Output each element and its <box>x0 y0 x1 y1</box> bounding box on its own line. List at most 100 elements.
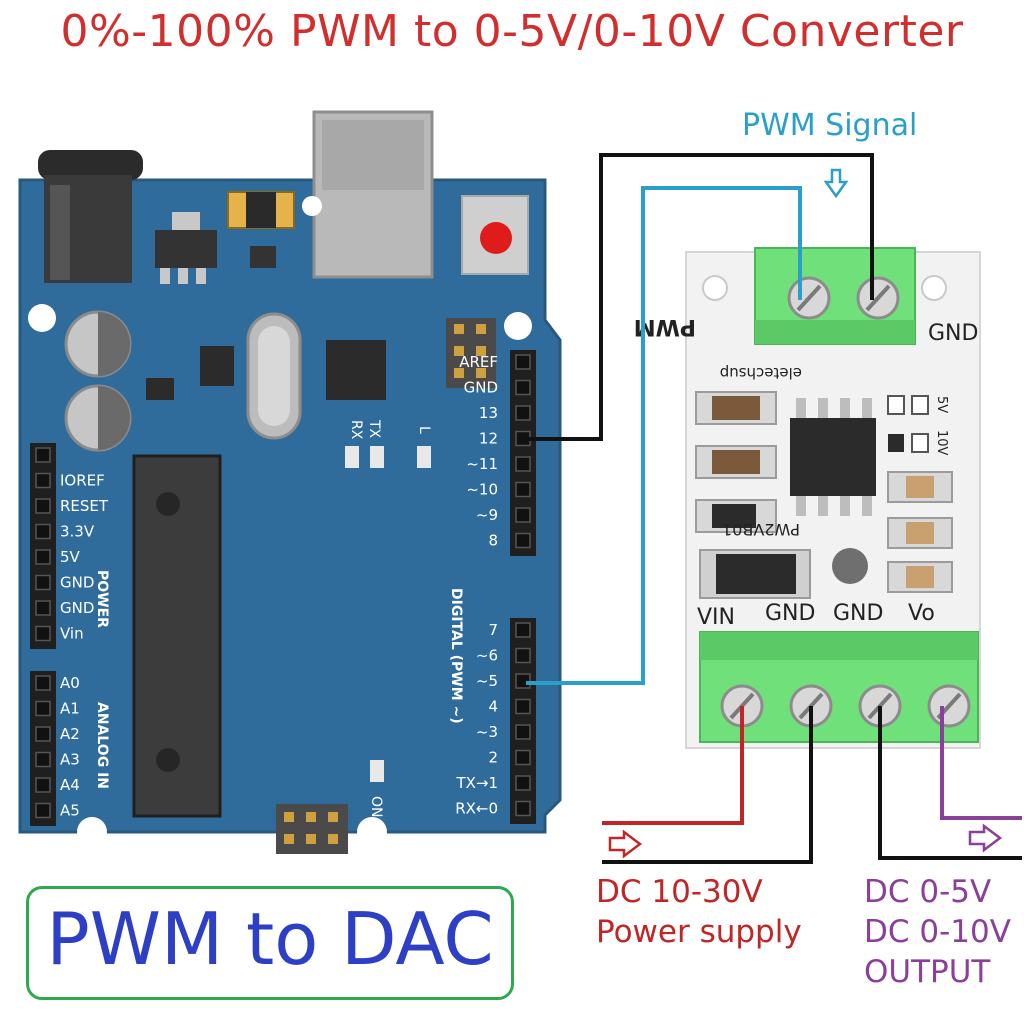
power-pin-label: GND <box>60 574 94 592</box>
digital-pin-label: ~10 <box>466 481 498 499</box>
power-pin-label: GND <box>60 599 94 617</box>
label-l: L <box>416 426 432 434</box>
digital-pin-label: 2 <box>488 749 498 767</box>
power-pin <box>35 625 51 642</box>
power-pin <box>35 600 51 616</box>
down-arrow-icon <box>823 168 849 199</box>
led-on <box>370 760 384 782</box>
digital-pin <box>515 775 531 791</box>
power-pin <box>35 447 51 463</box>
led-l <box>417 446 431 468</box>
digital-pin-label: 7 <box>488 621 498 639</box>
digital-pin-label: 12 <box>479 430 498 448</box>
power-title: POWER <box>94 570 110 628</box>
digital-pin <box>515 405 531 421</box>
digital-pin <box>515 749 531 766</box>
power-pin-label: Vin <box>60 625 84 643</box>
label-tx: TX <box>366 419 382 439</box>
label-vo: Vo <box>908 601 935 626</box>
gnd-wire <box>526 153 874 441</box>
label-gnd-terminal: GND <box>928 321 978 346</box>
page-title: 0%-100% PWM to 0-5V/0-10V Converter <box>60 6 964 57</box>
power-pin <box>35 498 51 514</box>
mount-hole <box>28 304 56 332</box>
analog-pin <box>35 726 51 742</box>
output-label-line1: DC 0-5V <box>864 874 992 910</box>
power-pin-label: 3.3V <box>60 523 95 541</box>
led-rx <box>345 446 359 468</box>
module-led <box>832 548 868 584</box>
label-gnd-2: GND <box>833 601 883 626</box>
digital-pin-label: AREF <box>459 353 498 371</box>
digital-title: DIGITAL (PWM ~) <box>448 588 464 724</box>
analog-pin <box>35 751 51 768</box>
power-pin-label: IOREF <box>60 472 105 490</box>
digital-pin-label: ~11 <box>466 455 498 473</box>
digital-pin-label: TX→1 <box>455 774 498 792</box>
output-label-line2: DC 0-10V <box>864 914 1011 950</box>
pwm-to-dac-badge: PWM to DAC <box>26 886 514 1000</box>
pwm-signal-label: PWM Signal <box>742 108 918 143</box>
digital-pin-label: ~9 <box>476 506 498 524</box>
power-pin <box>35 549 51 565</box>
digital-pin-label: ~5 <box>476 672 498 690</box>
analog-pin-label: A2 <box>60 725 80 743</box>
mount-hole <box>77 817 107 847</box>
analog-pin-label: A1 <box>60 700 80 718</box>
power-label-line1: DC 10-30V <box>596 874 763 910</box>
pwm-wire <box>526 186 802 685</box>
module-ic <box>790 418 876 496</box>
usb-chip <box>326 340 386 400</box>
analog-pin-label: A5 <box>60 802 80 820</box>
label-on: ON <box>368 796 384 818</box>
digital-pin <box>515 532 531 549</box>
analog-pin <box>35 675 51 691</box>
analog-pin <box>35 700 51 717</box>
digital-pin-label: RX←0 <box>455 800 498 818</box>
digital-pin <box>515 647 531 664</box>
power-label-line2: Power supply <box>596 914 802 950</box>
label-rx: RX <box>348 420 364 440</box>
power-pin <box>35 574 51 591</box>
output-gnd-wire <box>878 706 1022 860</box>
model-label: PW2VB01 <box>722 520 800 539</box>
power-pin-label: 5V <box>60 548 81 566</box>
output-label: DC 0-5V DC 0-10V OUTPUT <box>864 872 1011 992</box>
analog-pin-label: A4 <box>60 776 80 794</box>
power-wire <box>602 706 744 825</box>
digital-header-low: 7 ~6 ~5 4 ~3 2TX→1RX←0 <box>455 618 536 824</box>
badge-text: PWM to DAC <box>46 897 494 981</box>
label-jumper-10v: 10V <box>934 430 949 456</box>
digital-pin-label: ~3 <box>476 723 498 741</box>
digital-pin-label: ~6 <box>476 647 498 665</box>
analog-pin-label: A0 <box>60 674 80 692</box>
digital-pin <box>515 800 531 817</box>
digital-pin <box>515 481 531 498</box>
analog-title: ANALOG IN <box>94 702 110 789</box>
digital-pin-label: 13 <box>479 404 498 422</box>
label-vin: VIN <box>697 605 735 630</box>
analog-pin <box>35 802 51 819</box>
icsp-header-bottom <box>276 804 348 854</box>
digital-pin <box>515 507 531 523</box>
digital-pin <box>515 724 531 740</box>
reset-button-cap <box>480 222 512 254</box>
output-wire <box>940 706 1022 820</box>
right-arrow-icon <box>968 823 1003 853</box>
analog-pin <box>35 777 51 793</box>
label-jumper-5v: 5V <box>934 396 949 413</box>
digital-pin <box>515 698 531 715</box>
digital-pin <box>515 379 531 396</box>
digital-pin-label: GND <box>464 379 498 397</box>
voltage-regulator <box>155 230 217 268</box>
led-tx <box>370 446 384 468</box>
analog-pin-label: A3 <box>60 751 80 769</box>
digital-pin <box>515 354 531 370</box>
digital-pin <box>515 622 531 638</box>
digital-pin-label: 4 <box>488 698 498 716</box>
power-gnd-wire <box>602 706 813 864</box>
label-gnd-1: GND <box>765 601 815 626</box>
